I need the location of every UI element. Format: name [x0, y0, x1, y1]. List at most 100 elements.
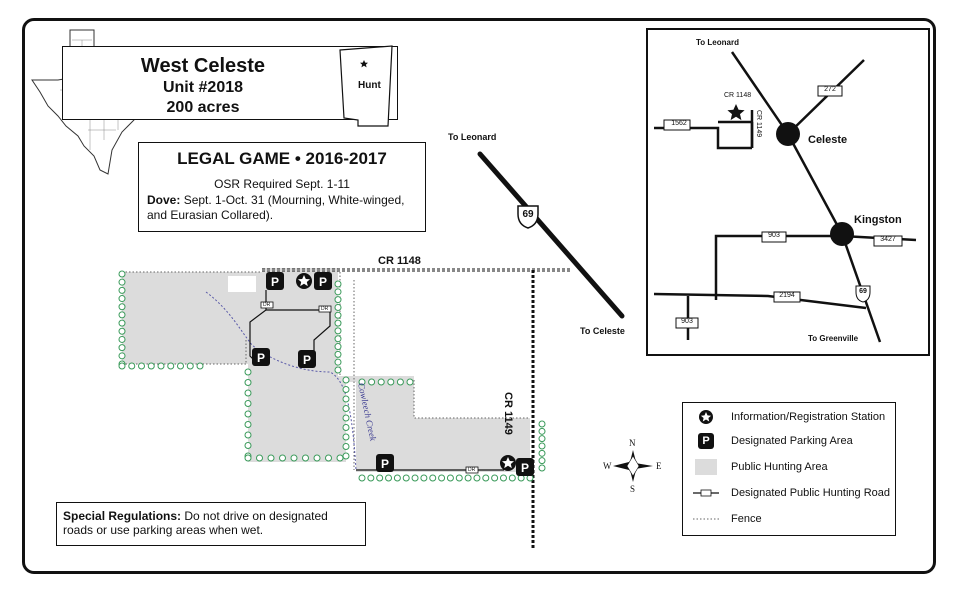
dove-species: and Eurasian Collared). [147, 208, 274, 222]
inset-fm903: 903 [768, 232, 780, 239]
inset-cr1149: CR 1149 [755, 110, 762, 138]
tree-icon [342, 452, 350, 460]
tree-line [118, 270, 546, 482]
tree-icon [267, 454, 275, 462]
tree-icon [118, 278, 126, 286]
tree-icon [473, 474, 481, 482]
tree-icon [376, 474, 384, 482]
tree-icon [118, 303, 126, 311]
star-icon [296, 273, 312, 289]
tree-icon [290, 454, 298, 462]
tree-icon [196, 362, 204, 370]
star-icon [727, 104, 745, 121]
parking-icon [266, 272, 284, 290]
special-text-1: Do not drive on designated [184, 509, 328, 523]
tree-icon [138, 362, 145, 370]
tree-icon [256, 454, 263, 462]
inset-cr1148: CR 1148 [724, 92, 752, 99]
parking-icon [516, 458, 534, 476]
inset-fm903b: 903 [681, 318, 693, 325]
tree-icon [367, 474, 375, 482]
parking-label: P [381, 457, 389, 471]
inset-kingston: Kingston [854, 214, 902, 226]
dove-dates: Sept. 1-Oct. 31 (Mourning, White-winged, [183, 193, 405, 207]
tree-icon [342, 424, 350, 431]
tree-icon [118, 319, 126, 327]
legend-label: Information/Registration Station [731, 411, 886, 423]
tree-icon [244, 421, 252, 428]
tree-icon [118, 335, 126, 343]
tree-icon [334, 296, 342, 304]
unit-number: Unit #2018 [162, 79, 244, 96]
inset-fm1562: 1562 [671, 120, 687, 127]
tree-icon [128, 362, 136, 370]
star-icon [500, 455, 516, 471]
compass-rose-icon [613, 450, 653, 482]
parking-icon [314, 272, 332, 290]
tree-icon [411, 474, 419, 482]
parking-icon [298, 350, 316, 368]
tree-icon [118, 344, 126, 352]
parking-icon: P [698, 433, 714, 449]
parking-icons [252, 272, 534, 476]
dove-label: Dove: [147, 193, 181, 207]
tree-icon [334, 366, 342, 374]
legend-label: Fence [731, 513, 762, 525]
tree-icon [387, 378, 395, 386]
special-regulations-box: Special Regulations: Do not drive on des… [56, 502, 366, 546]
tree-icon [358, 474, 366, 482]
fence-line-icon [693, 518, 719, 520]
dove-line: Dove: Sept. 1-Oct. 31 (Mourning, White-w… [147, 193, 404, 207]
legend-item: Fence [693, 509, 762, 529]
tree-icon [334, 319, 342, 327]
osr-note: OSR Required Sept. 1-11 [214, 177, 350, 191]
inset-fm272: 272 [824, 86, 836, 93]
parking-label: P [521, 461, 529, 475]
inset-to-greenville: To Greenville [808, 334, 859, 343]
tree-icon [336, 454, 344, 462]
highway-69 [477, 151, 625, 319]
tree-icon [334, 288, 342, 296]
tree-icon [147, 362, 155, 370]
tree-icon [482, 474, 490, 482]
inset-locator-map: To Leonard CR 1148 CR 1149 1562 272 Cele… [646, 28, 930, 356]
tree-icon [538, 457, 546, 465]
tree-icon [118, 352, 126, 360]
tree-icon [118, 327, 126, 335]
legend-item: P Designated Parking Area [693, 431, 853, 451]
tree-icon [429, 474, 437, 482]
tree-icon [538, 449, 546, 457]
legend: Information/Registration Station P Desig… [682, 402, 896, 536]
tree-icon [538, 427, 546, 435]
cowleech-creek [205, 291, 357, 471]
tree-icon [334, 311, 342, 319]
tree-icon [342, 405, 350, 412]
tree-icon [402, 474, 410, 482]
tree-icon [186, 362, 194, 370]
tree-icon [118, 362, 126, 370]
inset-celeste: Celeste [808, 134, 848, 146]
tree-icon [538, 435, 546, 443]
tree-icon [342, 414, 350, 422]
inset-to-leonard: To Leonard [696, 38, 739, 47]
parking-label: P [271, 275, 279, 289]
parking-label: P [303, 353, 311, 367]
tree-icon [455, 474, 463, 482]
tree-icon [157, 362, 165, 370]
tree-icon [538, 442, 546, 450]
parking-icon [376, 454, 394, 472]
highway-69-shield [517, 205, 539, 229]
tree-icon [334, 358, 342, 366]
legend-item: Public Hunting Area [693, 457, 828, 477]
inset-fm3427: 3427 [880, 236, 896, 243]
tree-icon [244, 389, 252, 397]
tree-icon [118, 295, 126, 303]
parking-label: P [319, 275, 327, 289]
parking-label: P [257, 351, 265, 365]
title-box: West Celeste Unit #2018 200 acres [62, 46, 398, 120]
legal-game-heading: LEGAL GAME • 2016-2017 [177, 149, 387, 168]
tree-icon [244, 431, 252, 439]
tree-icon [244, 368, 252, 376]
tree-icon [342, 376, 350, 384]
